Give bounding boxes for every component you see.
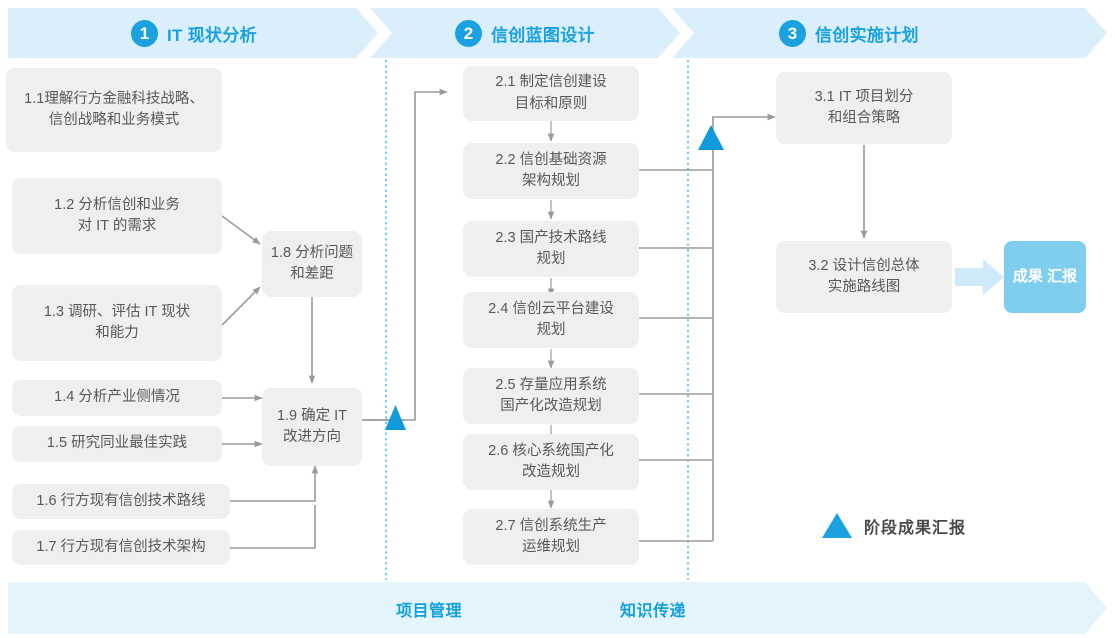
task-node-1-6[interactable]: 1.6 行方现有信创技术路线 [12, 484, 230, 519]
task-line: 2.3 国产技术路线 [495, 229, 607, 246]
result-arrow [955, 259, 1004, 295]
task-node-3-1[interactable]: 3.1 IT 项目划分 和组合策略 [776, 72, 952, 144]
phase2-to-phase3-bus [639, 113, 776, 542]
task-line: 1.2 分析信创和业务 [54, 196, 180, 213]
result-line: 汇报 [1047, 267, 1078, 285]
legend-label: 阶段成果汇报 [864, 519, 967, 537]
result-line: 成果 [1012, 267, 1043, 285]
legend-milestone: 阶段成果汇报 [822, 513, 966, 538]
milestone-triangle-phase2 [698, 125, 724, 150]
task-node-1-5[interactable]: 1.5 研究同业最佳实践 [12, 426, 222, 462]
triangle-milestone-icon [822, 513, 852, 538]
task-line: 2.1 制定信创建设 [495, 74, 607, 91]
task-node-1-3[interactable]: 1.3 调研、评估 IT 现状 和能力 [12, 285, 222, 361]
task-line: 改造规划 [522, 464, 580, 480]
phase-header-2[interactable]: 2 信创蓝图设计 [455, 15, 595, 51]
footer-band-label-project-management: 项目管理 [396, 603, 463, 620]
task-line: 对 IT 的需求 [77, 218, 157, 234]
phase-header-1[interactable]: 1 IT 现状分析 [131, 15, 257, 51]
task-line: 和组合策略 [827, 110, 901, 126]
task-line: 和能力 [95, 325, 139, 341]
task-line: 3.2 设计信创总体 [808, 257, 920, 274]
task-line: 实施路线图 [827, 279, 901, 295]
task-node-1-9[interactable]: 1.9 确定 IT 改进方向 [262, 388, 362, 466]
task-line: 规划 [536, 322, 566, 338]
task-line: 2.2 信创基础资源 [495, 151, 607, 168]
task-line: 1.5 研究同业最佳实践 [46, 435, 188, 452]
phase-number-3: 3 [779, 19, 806, 47]
phase-number-1: 1 [131, 19, 158, 47]
task-node-1-8[interactable]: 1.8 分析问题 和差距 [262, 231, 362, 297]
task-line: 1.9 确定 IT [276, 407, 348, 424]
task-node-2-7[interactable]: 2.7 信创系统生产 运维规划 [463, 509, 639, 565]
task-node-2-6[interactable]: 2.6 核心系统国产化 改造规划 [463, 434, 639, 490]
task-node-2-2[interactable]: 2.2 信创基础资源 架构规划 [463, 143, 639, 199]
task-line: 目标和原则 [514, 95, 588, 112]
task-line: 2.4 信创云平台建设 [488, 300, 614, 317]
task-line: 和差距 [290, 266, 334, 282]
task-line: 1.4 分析产业侧情况 [54, 389, 180, 406]
task-line: 架构规划 [522, 173, 580, 189]
milestone-triangle-phase1 [385, 405, 406, 430]
task-line: 1.8 分析问题 [270, 244, 354, 261]
task-line: 国产化改造规划 [500, 398, 602, 414]
phase-header-3[interactable]: 3 信创实施计划 [779, 15, 919, 51]
task-node-2-1[interactable]: 2.1 制定信创建设 目标和原则 [463, 66, 639, 121]
task-node-1-4[interactable]: 1.4 分析产业侧情况 [12, 380, 222, 416]
phase-title-3: 信创实施计划 [815, 25, 919, 45]
footer-band-label-knowledge-transfer: 知识传递 [620, 603, 687, 620]
task-line: 1.7 行方现有信创技术架构 [36, 538, 206, 555]
footer-band [8, 582, 1107, 634]
task-line: 规划 [536, 251, 566, 267]
task-node-2-5[interactable]: 2.5 存量应用系统 国产化改造规划 [463, 368, 639, 424]
task-node-1-7[interactable]: 1.7 行方现有信创技术架构 [12, 530, 230, 565]
task-line: 1.3 调研、评估 IT 现状 [43, 303, 191, 320]
task-line: 信创战略和业务模式 [48, 112, 180, 128]
result-report-chip[interactable]: 成果 汇报 [1004, 241, 1086, 313]
phase-title-1: IT 现状分析 [167, 25, 257, 45]
task-node-2-3[interactable]: 2.3 国产技术路线 规划 [463, 221, 639, 277]
phase-title-2: 信创蓝图设计 [491, 25, 595, 45]
task-node-3-2[interactable]: 3.2 设计信创总体 实施路线图 [776, 241, 952, 313]
phase1-to-phase2-connector [362, 88, 448, 421]
task-line: 2.7 信创系统生产 [495, 517, 607, 534]
task-line: 1.1理解行方金融科技战略、 [24, 90, 204, 107]
phase-number-2: 2 [455, 19, 482, 47]
task-line: 改进方向 [282, 429, 341, 445]
task-line: 1.6 行方现有信创技术路线 [36, 492, 206, 509]
task-node-2-4[interactable]: 2.4 信创云平台建设 规划 [463, 292, 639, 348]
task-line: 2.5 存量应用系统 [495, 376, 607, 393]
task-line: 运维规划 [522, 539, 580, 555]
task-node-1-2[interactable]: 1.2 分析信创和业务 对 IT 的需求 [12, 178, 222, 254]
task-node-1-1[interactable]: 1.1理解行方金融科技战略、 信创战略和业务模式 [6, 68, 222, 152]
task-line: 3.1 IT 项目划分 [814, 88, 914, 105]
task-line: 2.6 核心系统国产化 [488, 442, 614, 459]
